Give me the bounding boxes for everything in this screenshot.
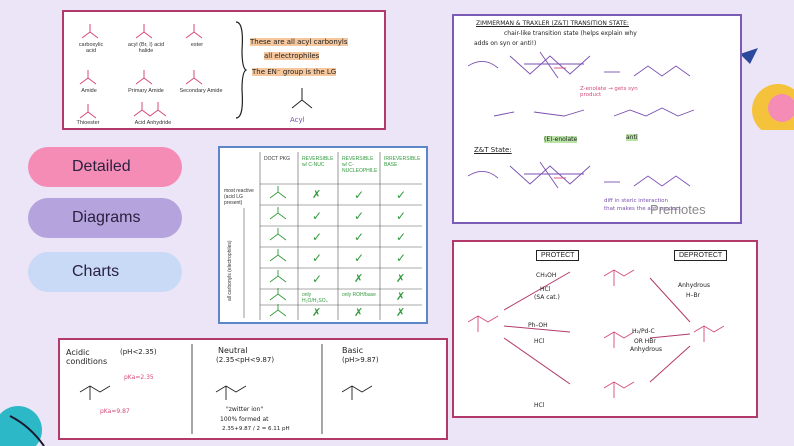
cell-r0-c2: ✓: [396, 188, 407, 202]
cell-r0-c1: ✓: [354, 188, 365, 202]
reagent-or-hbr: OR HBr: [634, 338, 656, 345]
decor-blob-left: [0, 406, 45, 446]
protect-deprotect-card: PROTECT DEPROTECT CH₃OH HCl (SA cat.) Ph…: [452, 240, 758, 418]
reactivity-table-card: DOCT PKG REVERSIBLE w/ C-NUC REVERSIBLE …: [218, 146, 428, 324]
acyl-label: Acyl: [290, 116, 305, 124]
note-electrophiles: all electrophiles: [264, 52, 320, 60]
protect-drawing: [467, 269, 725, 398]
step2-reagent: Ph–OH: [528, 322, 548, 329]
table-grid: [243, 152, 422, 320]
cell-r4-c1: ✗: [354, 272, 364, 285]
zt-note-d: that makes the anti product: [604, 206, 681, 212]
reagent-hbr: H–Br: [686, 292, 701, 299]
table-row-axis: most reactive (acid LG present): [224, 188, 254, 206]
note-all-acyl-text: These are all acyl carbonyls: [250, 38, 348, 46]
zt-note-b: (E)-enolate: [544, 136, 578, 143]
reagent-h2pdc: H₂/Pd-C: [632, 328, 655, 335]
acyl-structures-drawing: [79, 24, 203, 119]
table-header-0: DOCT PKG: [264, 156, 291, 162]
note-electrophiles-text: all electrophiles: [264, 52, 320, 60]
pill-diagrams-label: Diagrams: [72, 209, 141, 226]
ph-col2-note2: 100% formed at: [220, 416, 269, 423]
note-en-group: The EN⁻ group is the LG: [252, 68, 337, 76]
cell-r3-c2: ✓: [396, 251, 407, 265]
ph-col2-ph: (2.35<pH<9.87): [216, 356, 275, 364]
acyl-drawing: [291, 88, 313, 109]
label-carboxylic-acid: carboxylic acid: [78, 42, 104, 54]
pill-charts-label: Charts: [72, 263, 120, 280]
cell-r4-c2: ✗: [396, 272, 406, 285]
decor-blob-right: [730, 48, 794, 130]
table-row-structures: [269, 186, 287, 317]
ph-col1-pka1: pKa=2.35: [124, 374, 154, 381]
cell-r3-c1: ✓: [354, 251, 365, 265]
ph-conditions-card: Acidic conditions (pH<2.35) pKa=2.35 pKa…: [58, 338, 448, 440]
label-acid-halide: acyl (Br, I) acid halide: [127, 42, 165, 54]
ph-col1-pka2: pKa=9.87: [100, 408, 130, 415]
label-ester: ester: [190, 42, 204, 48]
cell-r5-c1: only ROH/base: [342, 292, 376, 298]
zt-note-c: diff in steric interaction: [604, 198, 669, 204]
reagent-anhydrous: Anhydrous: [678, 282, 711, 289]
label-secondary-amide: Secondary Amide: [179, 88, 223, 94]
step2-acid: HCl: [534, 338, 545, 345]
note-en-group-text: The EN⁻ group is the LG: [252, 68, 337, 76]
ph-col2-note1: "zwitter ion": [226, 406, 264, 413]
cell-r1-c1: ✓: [354, 209, 365, 223]
label-primary-amide: Primary Amide: [128, 88, 164, 94]
label-amide: Amide: [81, 88, 97, 94]
watermark: Premotes: [650, 202, 706, 217]
step1-reagent: CH₃OH: [536, 272, 557, 279]
cell-r1-c2: ✓: [396, 209, 407, 223]
zt-anti-label: anti: [626, 134, 638, 141]
curly-brace: [235, 21, 248, 119]
ph-dividers: [79, 344, 373, 434]
ph-col2-calc: 2.35+9.87 / 2 = 6.11 pH: [222, 426, 290, 432]
ph-col1-title: Acidic conditions: [66, 348, 108, 366]
ph-col3-ph: (pH>9.87): [342, 356, 379, 364]
reagent-anhydrous-2: Anhydrous: [630, 346, 663, 353]
cell-r2-c2: ✓: [396, 230, 407, 244]
cell-r1-c0: ✓: [312, 209, 323, 223]
step1-acid: HCl: [540, 286, 551, 293]
step3-acid: HCl: [534, 402, 545, 409]
cell-r4-c0: ✓: [312, 272, 323, 286]
cell-r5-c2: ✗: [396, 290, 406, 303]
zimmerman-traxler-card: ZIMMERMAN & TRAXLER (Z&T) TRANSITION STA…: [452, 14, 742, 224]
cell-r2-c0: ✓: [312, 230, 323, 244]
cell-r6-c1: ✗: [354, 306, 364, 319]
zt-note-b-text: (E)-enolate: [544, 136, 578, 143]
table-header-2: REVERSIBLE w/ C-NUCLEOPHILE: [342, 156, 378, 174]
label-acid-anhydride: Acid Anhydride: [134, 120, 172, 126]
note-all-acyl: These are all acyl carbonyls: [250, 38, 348, 46]
zt-subtitle: chair-like transition state (helps expla…: [504, 30, 637, 37]
zt-state-label: Z&T State:: [474, 146, 512, 154]
table-header-3: IRREVERSIBLE BASE: [384, 156, 421, 168]
zt-title: ZIMMERMAN & TRAXLER (Z&T) TRANSITION STA…: [476, 20, 629, 27]
cell-r6-c2: ✗: [396, 306, 406, 319]
zt-anti-label-text: anti: [626, 134, 638, 141]
zt-note-a: Z-enolate → gets syn product: [580, 86, 638, 98]
cell-r0-c0: ✗: [312, 188, 322, 201]
cell-r2-c1: ✓: [354, 230, 365, 244]
cell-r3-c0: ✓: [312, 251, 323, 265]
pill-detailed[interactable]: Detailed: [28, 147, 182, 187]
table-side-axis: all carbonyls (electrophiles): [227, 240, 233, 301]
cell-r5-c0: only H₂O/H₂SO₄: [302, 292, 328, 304]
protect-header: PROTECT: [536, 250, 580, 261]
pill-charts[interactable]: Charts: [28, 252, 182, 292]
pill-diagrams[interactable]: Diagrams: [28, 198, 182, 238]
label-thioester: Thioester: [76, 120, 100, 126]
ph-col1-ph: (pH<2.35): [120, 348, 157, 356]
step1-cat: (SA cat.): [534, 294, 560, 301]
deprotect-header: DEPROTECT: [674, 250, 728, 261]
ph-col3-title: Basic: [342, 346, 364, 355]
table-header-1: REVERSIBLE w/ C-NUC: [302, 156, 334, 168]
acyl-carbonyl-card: carboxylic acid acyl (Br, I) acid halide…: [62, 10, 386, 130]
cell-r6-c0: ✗: [312, 306, 322, 319]
pill-detailed-label: Detailed: [72, 158, 131, 175]
zt-mechanism-drawing: [467, 51, 695, 189]
ph-col2-title: Neutral: [218, 346, 248, 355]
zt-subtitle-2: adds on syn or anti!): [474, 40, 537, 47]
